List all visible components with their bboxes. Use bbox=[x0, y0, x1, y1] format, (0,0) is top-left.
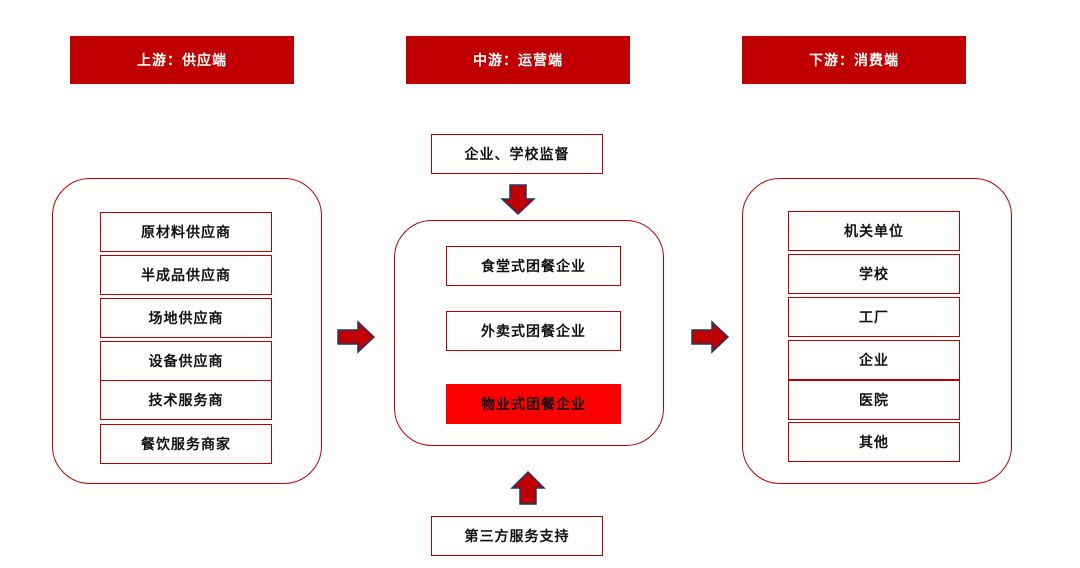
downstream-item-school: 学校 bbox=[788, 254, 960, 294]
upstream-item-tech-service: 技术服务商 bbox=[100, 380, 272, 420]
upstream-item-catering-merchant: 餐饮服务商家 bbox=[100, 424, 272, 464]
header-downstream: 下游：消费端 bbox=[742, 36, 966, 84]
downstream-item-government: 机关单位 bbox=[788, 211, 960, 251]
up-arrow-icon bbox=[510, 470, 546, 505]
midstream-item-canteen: 食堂式团餐企业 bbox=[446, 246, 621, 286]
right-arrow-icon bbox=[691, 320, 730, 354]
upstream-item-equipment: 设备供应商 bbox=[100, 341, 272, 381]
supervision-box: 企业、学校监督 bbox=[431, 134, 603, 174]
third-party-support-box: 第三方服务支持 bbox=[431, 516, 603, 556]
down-arrow-icon bbox=[500, 184, 536, 216]
upstream-item-raw-materials: 原材料供应商 bbox=[100, 212, 272, 252]
midstream-item-property: 物业式团餐企业 bbox=[446, 384, 621, 424]
midstream-item-takeout: 外卖式团餐企业 bbox=[446, 311, 621, 351]
downstream-item-enterprise: 企业 bbox=[788, 340, 960, 380]
header-midstream: 中游：运营端 bbox=[406, 36, 630, 84]
downstream-item-hospital: 医院 bbox=[788, 380, 960, 420]
downstream-item-other: 其他 bbox=[788, 422, 960, 462]
right-arrow-icon bbox=[337, 320, 376, 354]
upstream-item-semi-finished: 半成品供应商 bbox=[100, 255, 272, 295]
upstream-item-venue: 场地供应商 bbox=[100, 298, 272, 338]
header-upstream: 上游：供应端 bbox=[70, 36, 294, 84]
downstream-item-factory: 工厂 bbox=[788, 297, 960, 337]
